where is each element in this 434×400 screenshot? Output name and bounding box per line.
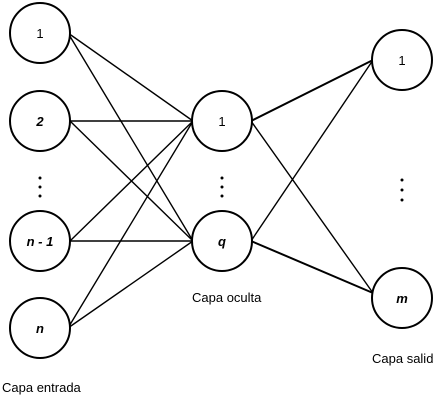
edge-input-n1-hidden-1	[69, 120, 194, 242]
output-layer: 1 m	[371, 29, 433, 329]
hidden-layer: 1 q	[191, 90, 253, 272]
input-node-label: n	[36, 321, 44, 336]
input-node-1: 1	[9, 2, 71, 64]
input-node-2: 2	[9, 90, 71, 152]
edge-input-n-hidden-q	[67, 240, 194, 329]
edge-hidden-1-output-1	[250, 59, 374, 122]
edge-hidden-q-output-m	[250, 240, 374, 294]
hidden-ellipsis	[220, 176, 224, 198]
hidden-node-label: q	[218, 234, 226, 249]
edge-input-1-hidden-q	[67, 32, 194, 242]
output-ellipsis	[400, 178, 404, 202]
hidden-node-label: 1	[218, 114, 225, 129]
edge-input-1-hidden-1	[67, 32, 194, 122]
input-node-n: n	[9, 297, 71, 359]
hidden-node-q: q	[191, 210, 253, 272]
input-node-label: 2	[35, 114, 44, 129]
output-node-label: m	[396, 291, 408, 306]
input-layer-caption: Capa entrada	[2, 380, 81, 395]
input-node-label: 1	[36, 26, 43, 41]
hidden-layer-caption: Capa oculta	[192, 290, 262, 305]
hidden-node-1: 1	[191, 90, 253, 152]
edges-input-to-hidden	[67, 32, 194, 329]
output-node-1: 1	[371, 29, 433, 91]
edge-hidden-q-output-1	[250, 59, 374, 242]
output-node-m: m	[371, 267, 433, 329]
edges-hidden-to-output	[250, 59, 374, 294]
edge-hidden-1-output-m	[250, 120, 374, 294]
edge-input-n-hidden-1	[67, 120, 194, 329]
input-layer: 1 2 n - 1 n	[9, 2, 71, 359]
output-layer-caption: Capa salida	[372, 351, 434, 366]
input-node-n-minus-1: n - 1	[9, 210, 71, 272]
output-node-label: 1	[398, 53, 405, 68]
input-ellipsis	[38, 176, 42, 198]
input-node-label: n - 1	[27, 234, 54, 249]
